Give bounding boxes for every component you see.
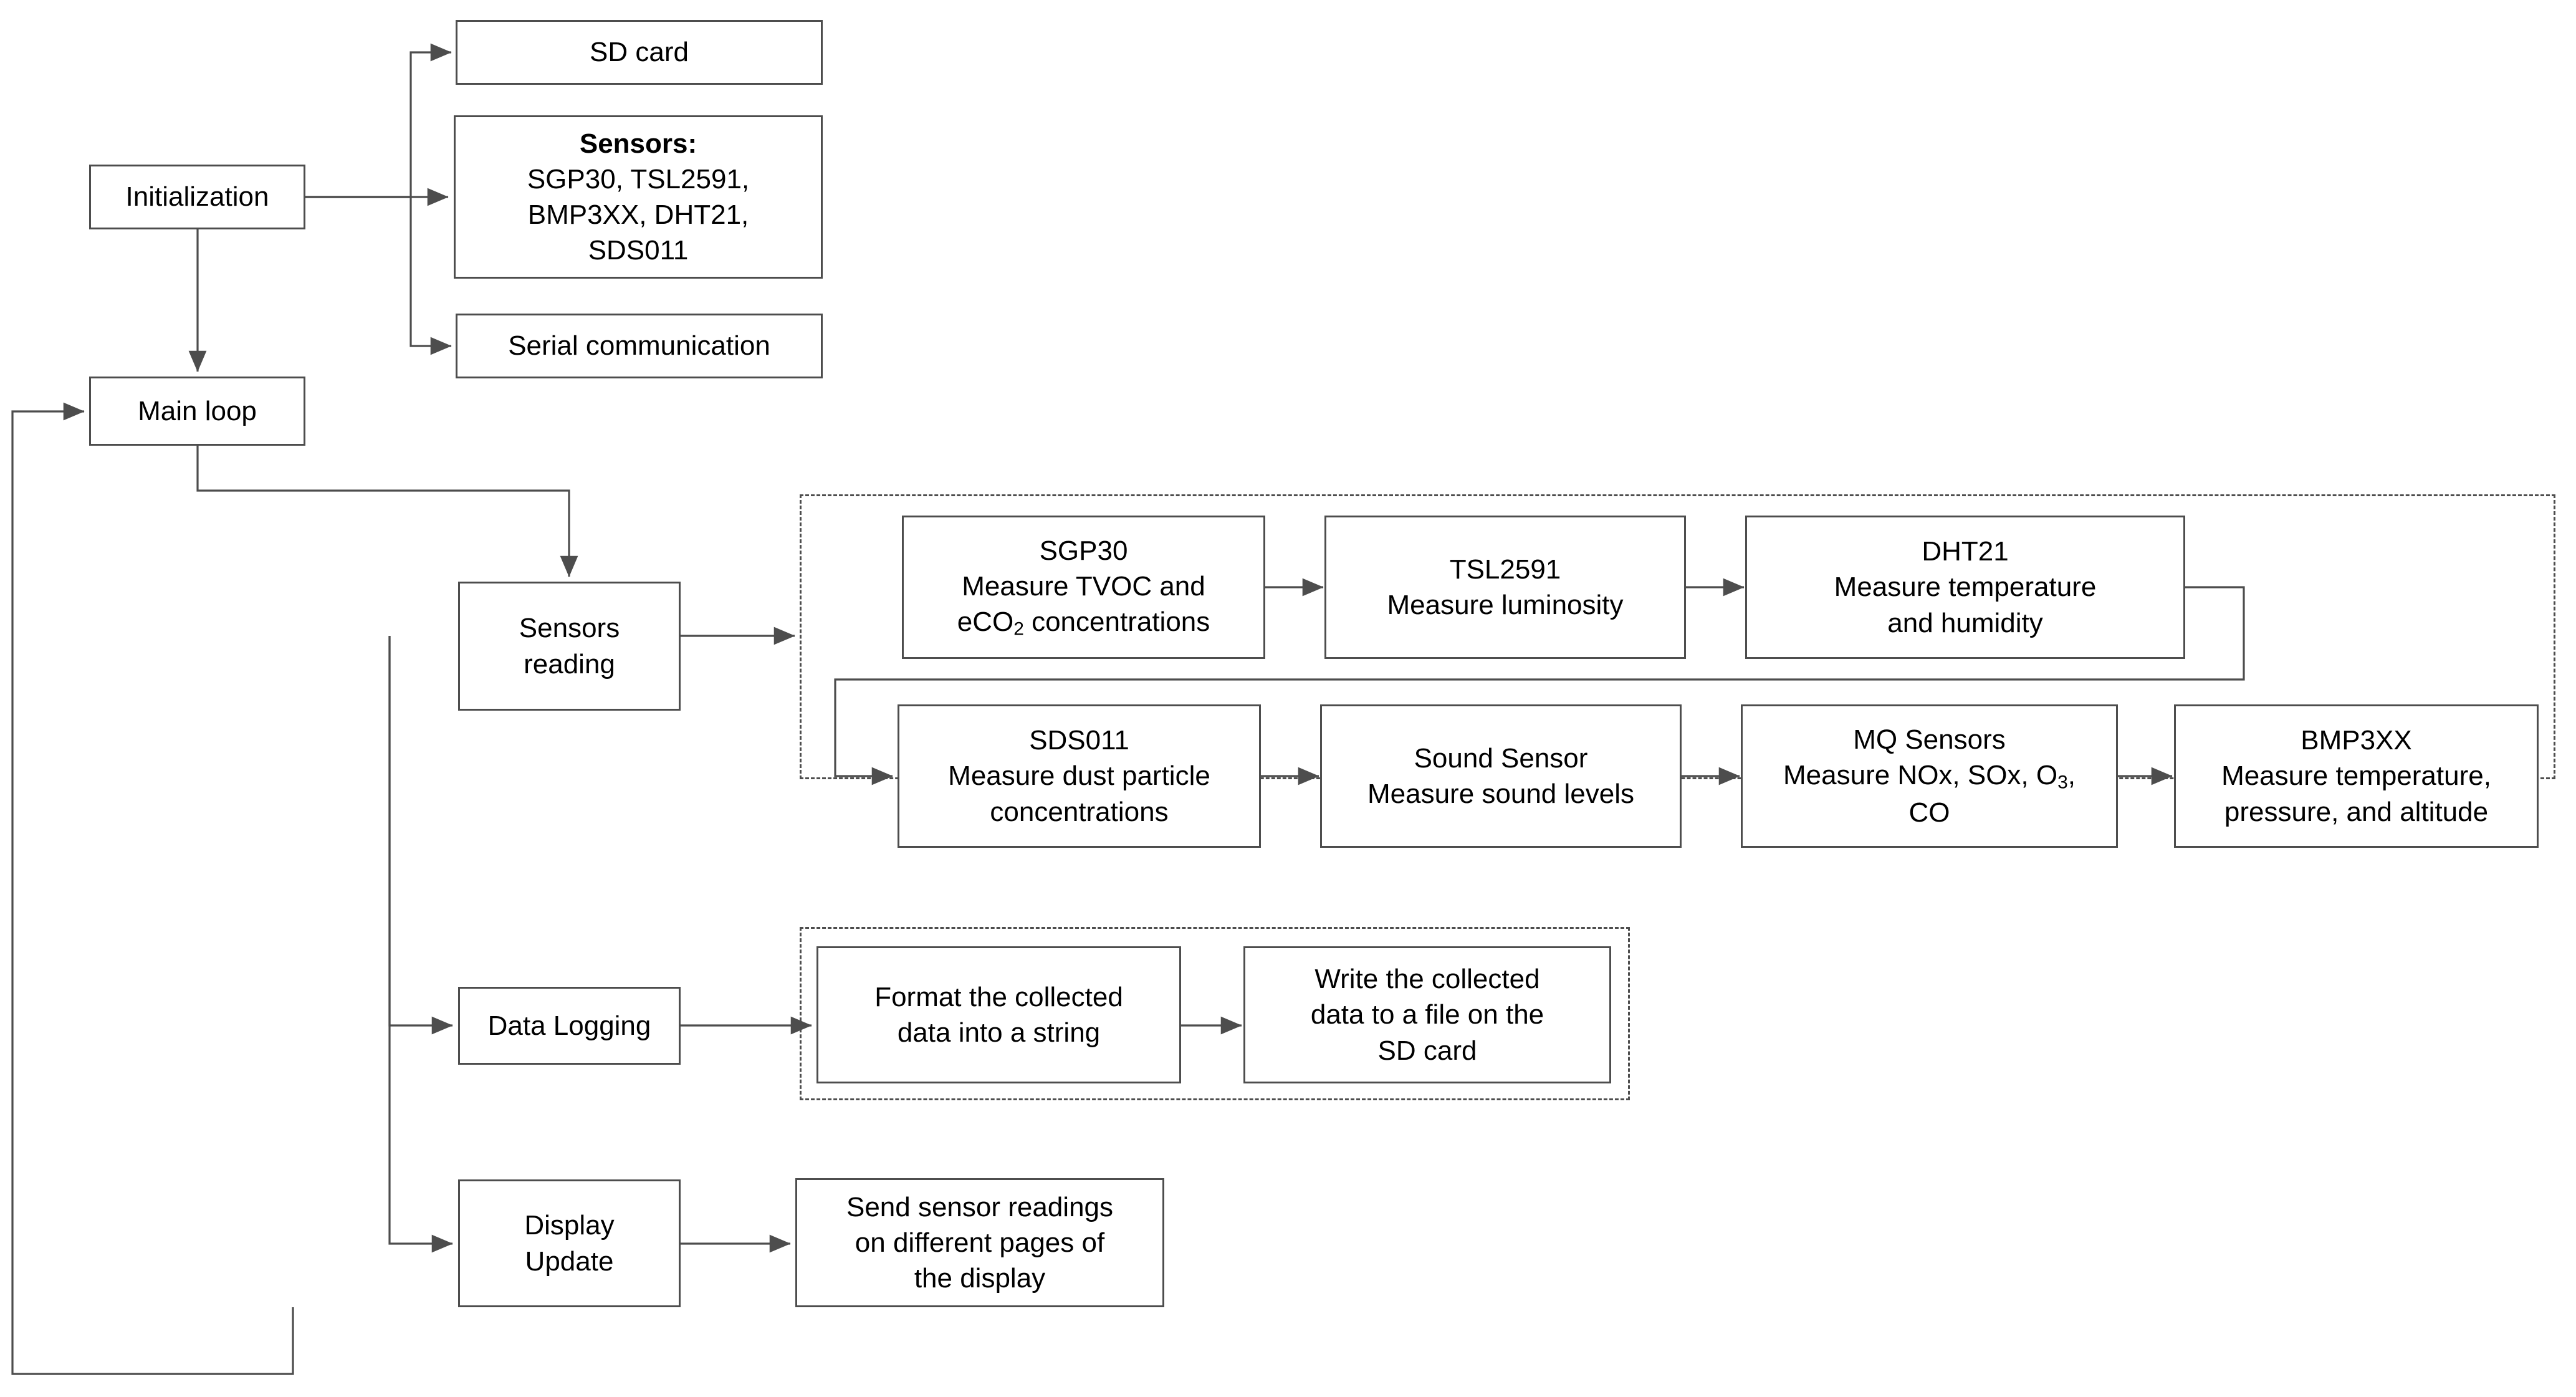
data-logging-group — [800, 927, 1630, 1100]
node-tsl2591-line2: Measure luminosity — [1387, 590, 1624, 620]
node-sound-sensor[interactable]: Sound Sensor Measure sound levels — [1320, 704, 1682, 848]
node-display-update[interactable]: Display Update — [458, 1179, 681, 1307]
node-tsl2591[interactable]: TSL2591 Measure luminosity — [1324, 516, 1686, 659]
node-sensors-reading-line2: reading — [524, 648, 615, 679]
node-format-data-line2: data into a string — [897, 1017, 1101, 1048]
node-sensors-reading[interactable]: Sensors reading — [458, 582, 681, 711]
node-dht21[interactable]: DHT21 Measure temperature and humidity — [1745, 516, 2185, 659]
node-sds011-line2: Measure dust particle — [948, 761, 1210, 792]
node-mq-sensors-line2: Measure NOx, SOx, O3, — [1783, 759, 2076, 793]
node-write-data-line3: SD card — [1377, 1035, 1477, 1066]
node-dht21-line3: and humidity — [1887, 607, 2043, 638]
node-send-readings-line3: the display — [914, 1263, 1046, 1294]
node-bmp3xx-line2: Measure temperature, — [2221, 761, 2491, 792]
node-send-readings[interactable]: Send sensor readings on different pages … — [795, 1178, 1164, 1307]
node-initialization-label: Initialization — [125, 181, 269, 213]
node-sensors-init-line3: BMP3XX, DHT21, — [527, 199, 749, 230]
node-format-data-line1: Format the collected — [874, 981, 1123, 1012]
edge-initialization-to-sd-card — [305, 43, 452, 198]
node-mq-sensors-line1: MQ Sensors — [1853, 724, 2006, 755]
node-write-data-line1: Write the collected — [1314, 964, 1540, 995]
node-display-update-line1: Display — [524, 1210, 615, 1241]
node-data-logging-label: Data Logging — [487, 1010, 651, 1041]
node-sound-sensor-line1: Sound Sensor — [1414, 742, 1588, 774]
node-tsl2591-line1: TSL2591 — [1449, 554, 1561, 585]
node-sds011[interactable]: SDS011 Measure dust particle concentrati… — [898, 704, 1261, 848]
node-bmp3xx[interactable]: BMP3XX Measure temperature, pressure, an… — [2174, 704, 2539, 848]
node-write-data-line2: data to a file on the — [1310, 999, 1544, 1030]
edge-main-loop-branch-to-display-update — [388, 636, 453, 1253]
node-sd-card-label: SD card — [590, 37, 689, 68]
node-sgp30-line3: eCO2 concentrations — [957, 606, 1210, 640]
node-sd-card[interactable]: SD card — [456, 20, 823, 85]
node-send-readings-line1: Send sensor readings — [846, 1191, 1114, 1222]
node-format-data[interactable]: Format the collected data into a string — [816, 946, 1181, 1083]
node-main-loop-label: Main loop — [138, 395, 257, 426]
node-data-logging[interactable]: Data Logging — [458, 987, 681, 1065]
edge-main-loop-to-sensors-reading — [196, 446, 578, 577]
node-sensors-init-line2: SGP30, TSL2591, — [527, 163, 750, 194]
node-bmp3xx-line1: BMP3XX — [2301, 725, 2412, 756]
node-bmp3xx-line3: pressure, and altitude — [2224, 796, 2489, 827]
node-dht21-line2: Measure temperature — [1834, 572, 2097, 603]
node-serial-communication-label: Serial communication — [508, 330, 770, 362]
node-sensors-init-line1: Sensors: — [579, 128, 697, 159]
node-sensors-reading-line1: Sensors — [519, 613, 620, 644]
node-sensors-init-line4: SDS011 — [588, 235, 689, 266]
node-send-readings-line2: on different pages of — [855, 1227, 1105, 1258]
node-serial-communication[interactable]: Serial communication — [456, 314, 823, 378]
node-sgp30[interactable]: SGP30 Measure TVOC and eCO2 concentratio… — [902, 516, 1265, 659]
node-sensors-init[interactable]: Sensors: SGP30, TSL2591, BMP3XX, DHT21, … — [454, 115, 823, 279]
node-sds011-line3: concentrations — [990, 796, 1169, 827]
node-mq-sensors-line3: CO — [1908, 797, 1950, 828]
node-write-data[interactable]: Write the collected data to a file on th… — [1243, 946, 1611, 1083]
node-dht21-line1: DHT21 — [1922, 536, 2009, 567]
node-sgp30-line2: Measure TVOC and — [962, 570, 1205, 602]
node-sgp30-line1: SGP30 — [1039, 535, 1128, 566]
node-sound-sensor-line2: Measure sound levels — [1367, 779, 1634, 809]
node-display-update-line2: Update — [525, 1246, 614, 1277]
edge-main-loop-branch-to-data-logging — [388, 636, 453, 1035]
node-sds011-line1: SDS011 — [1029, 725, 1129, 756]
node-initialization[interactable]: Initialization — [89, 165, 305, 229]
edge-display-update-loop-back-to-main-loop — [11, 402, 294, 1375]
node-mq-sensors[interactable]: MQ Sensors Measure NOx, SOx, O3, CO — [1741, 704, 2118, 848]
node-main-loop[interactable]: Main loop — [89, 377, 305, 446]
edge-initialization-to-serial-communication — [305, 196, 452, 355]
